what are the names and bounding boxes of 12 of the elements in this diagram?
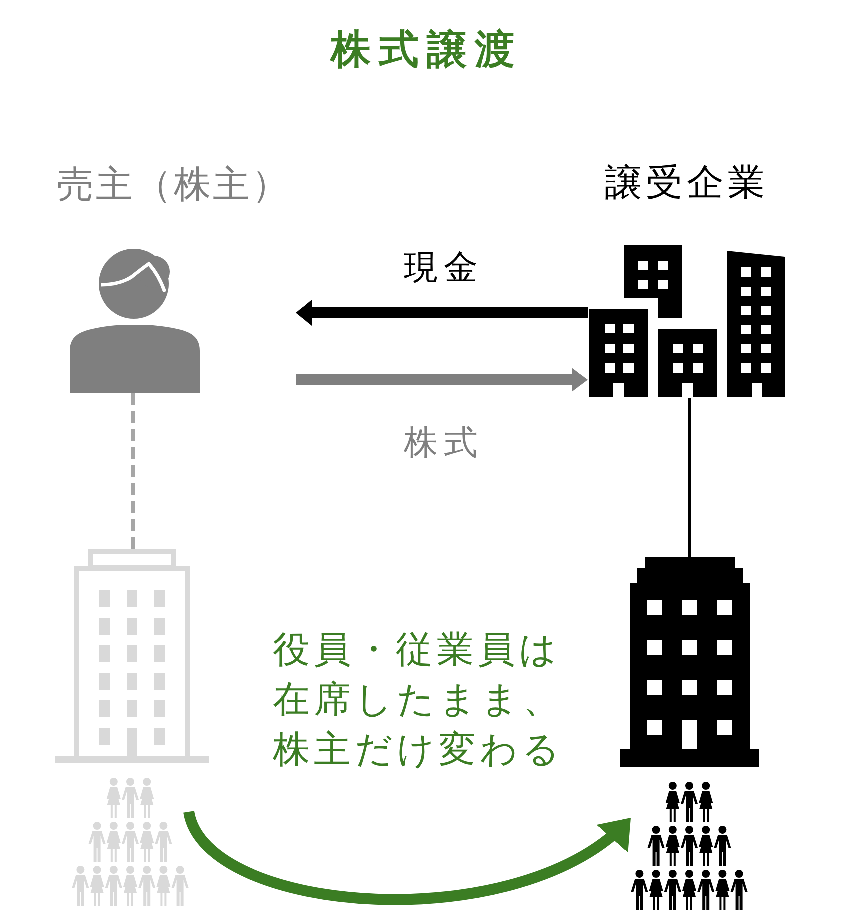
- arrow: [296, 300, 588, 326]
- people-group-icon: [631, 781, 748, 911]
- node-heading: 譲受企業: [605, 161, 769, 205]
- arrow: [296, 368, 588, 392]
- title: 株式譲渡: [329, 26, 523, 75]
- building-icon: [55, 549, 209, 763]
- connector-line: [688, 398, 692, 557]
- node-heading: 売主（株主）: [57, 163, 291, 207]
- dashed-line: [131, 393, 135, 549]
- people-group-icon: [72, 777, 189, 907]
- note-text: 役員・従業員は在席したまま、株主だけ変わる: [273, 627, 565, 773]
- building-icon: [620, 557, 759, 767]
